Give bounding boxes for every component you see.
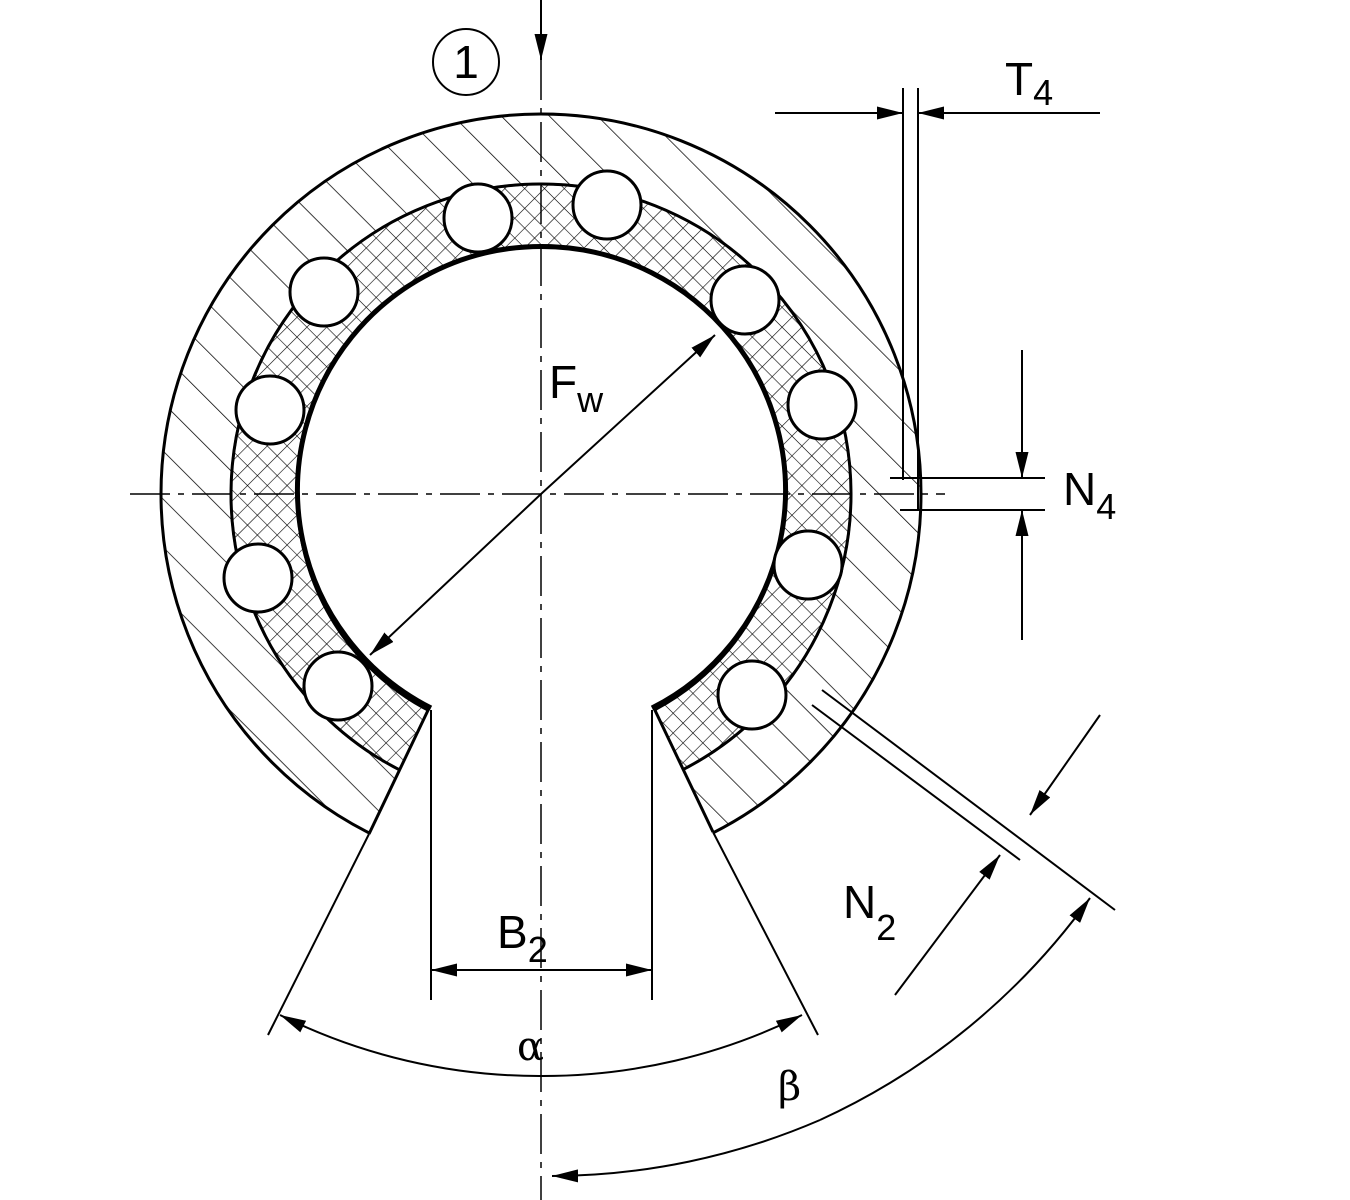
label-fw: Fw	[549, 356, 604, 420]
balls	[222, 169, 858, 731]
label-n2: N2	[843, 876, 896, 948]
slot-opening	[360, 704, 725, 1200]
callout-marker: 1	[453, 36, 479, 88]
label-t4: T4	[1005, 53, 1053, 113]
dimension-lines	[130, 0, 1116, 1200]
label-beta: β	[778, 1064, 801, 1110]
label-alpha: α	[517, 1024, 544, 1070]
label-n4: N4	[1063, 463, 1116, 527]
label-b2: B2	[497, 906, 548, 970]
